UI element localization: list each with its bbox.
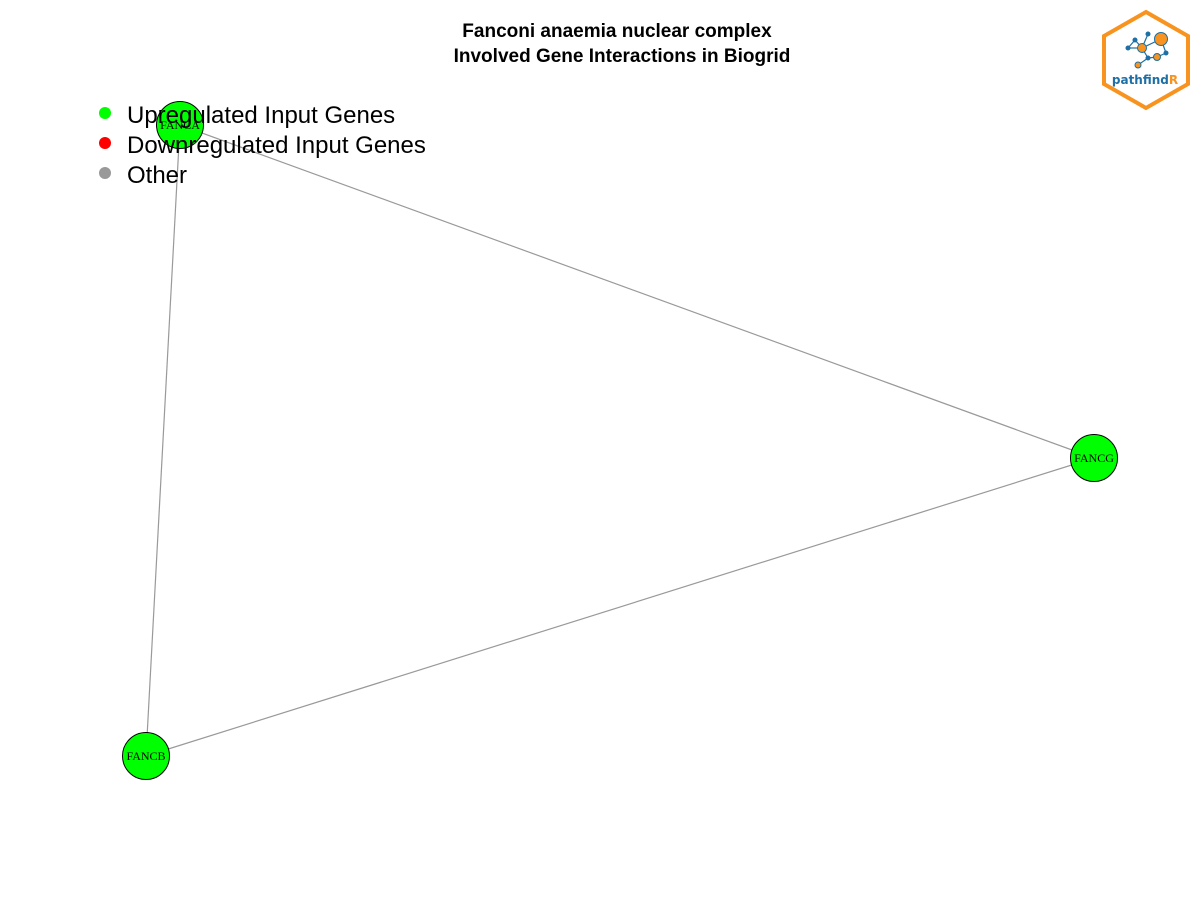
logo-text: pathfindR bbox=[1112, 73, 1178, 87]
node-circle-fancg bbox=[1070, 434, 1118, 482]
plot-title-line-1: Fanconi anaemia nuclear complex bbox=[462, 21, 772, 42]
legend-item-upregulated: Upregulated Input Genes bbox=[99, 102, 395, 129]
edge-fanca-fancg bbox=[179, 124, 1095, 459]
node-label-fancg: FANCG bbox=[1074, 451, 1114, 465]
node-fancg: FANCG bbox=[1070, 434, 1118, 482]
logo-text-accent: R bbox=[1169, 73, 1178, 87]
nodes-layer: FANCA FANCG FANCB bbox=[122, 101, 1118, 780]
node-fanca: FANCA bbox=[156, 101, 204, 149]
legend-item-other: Other bbox=[99, 162, 187, 189]
legend: Upregulated Input Genes Downregulated In… bbox=[99, 102, 426, 189]
legend-marker-other bbox=[99, 167, 111, 179]
legend-marker-upregulated bbox=[99, 107, 111, 119]
legend-marker-downregulated bbox=[99, 137, 111, 149]
plot-title-line-2: Involved Gene Interactions in Biogrid bbox=[454, 46, 791, 67]
node-circle-fancb bbox=[122, 732, 170, 780]
edges-layer bbox=[145, 124, 1095, 757]
logo-text-main: pathfind bbox=[1112, 73, 1169, 87]
legend-label-upregulated: Upregulated Input Genes bbox=[127, 102, 395, 129]
node-circle-fanca bbox=[156, 101, 204, 149]
legend-label-downregulated: Downregulated Input Genes bbox=[127, 132, 426, 159]
legend-label-other: Other bbox=[127, 162, 187, 189]
node-label-fanca: FANCA bbox=[160, 118, 200, 132]
edge-fancg-fancb bbox=[145, 457, 1095, 757]
edge-fanca-fancb bbox=[145, 124, 181, 757]
network-graph-icon bbox=[1125, 31, 1169, 69]
node-label-fancb: FANCB bbox=[126, 749, 165, 763]
pathfindr-logo: pathfindR bbox=[1102, 9, 1190, 111]
node-fancb: FANCB bbox=[122, 732, 170, 780]
legend-item-downregulated: Downregulated Input Genes bbox=[99, 132, 426, 159]
